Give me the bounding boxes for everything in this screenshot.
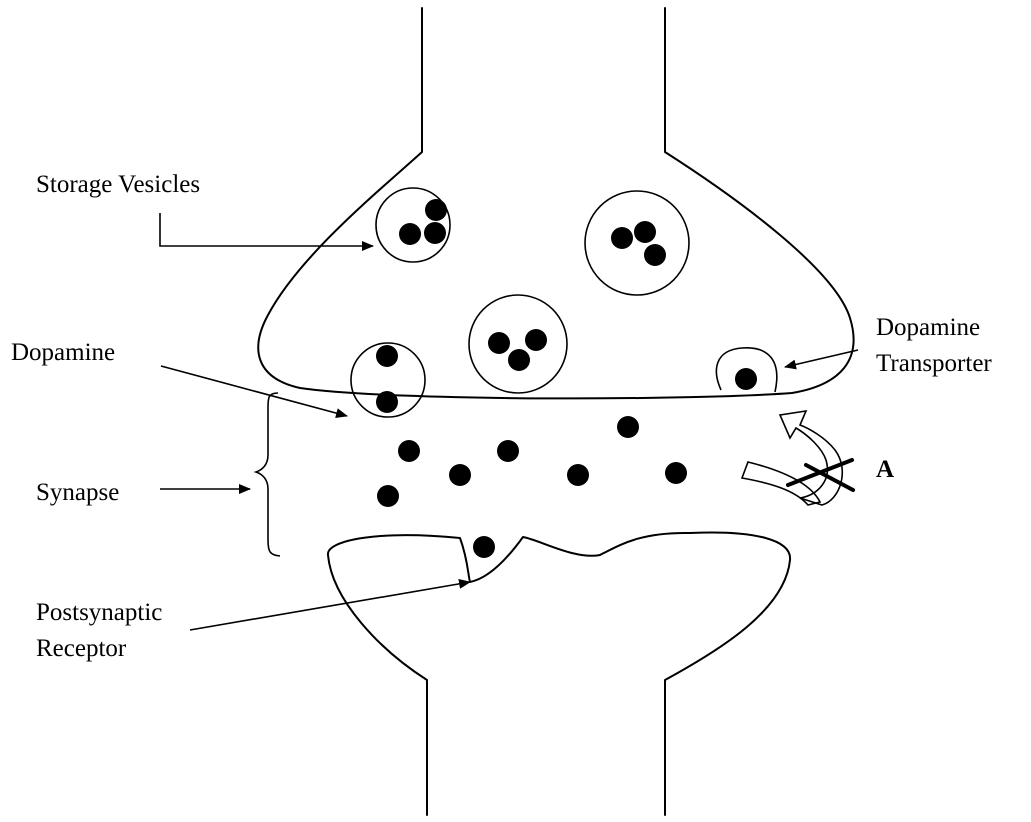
blocked-x-icon xyxy=(788,460,853,490)
fusing-vesicle xyxy=(351,343,425,417)
label-dopamine-transporter-line1: Dopamine xyxy=(876,314,980,341)
storage-vesicle xyxy=(376,188,450,262)
storage-vesicles-arrow xyxy=(160,213,373,246)
storage-vesicle xyxy=(469,295,567,393)
presynaptic-terminal-outline xyxy=(258,8,853,398)
label-storage-vesicles: Storage Vesicles xyxy=(36,171,200,198)
synapse-brace xyxy=(256,393,280,556)
receptor-arrow xyxy=(190,582,470,630)
label-postsynaptic-receptor-line1: Postsynaptic xyxy=(36,599,162,626)
label-marker-a: A xyxy=(876,456,894,483)
synaptic-dopamine xyxy=(377,416,687,507)
label-postsynaptic-receptor-line2: Receptor xyxy=(36,635,127,662)
label-dopamine-transporter-line2: Transporter xyxy=(876,350,992,377)
dopamine-transporter xyxy=(716,348,776,392)
bound-dopamine xyxy=(473,536,495,558)
postsynaptic-terminal-outline xyxy=(328,532,790,815)
label-dopamine: Dopamine xyxy=(11,339,115,366)
storage-vesicle xyxy=(585,191,689,295)
label-synapse: Synapse xyxy=(36,479,119,506)
